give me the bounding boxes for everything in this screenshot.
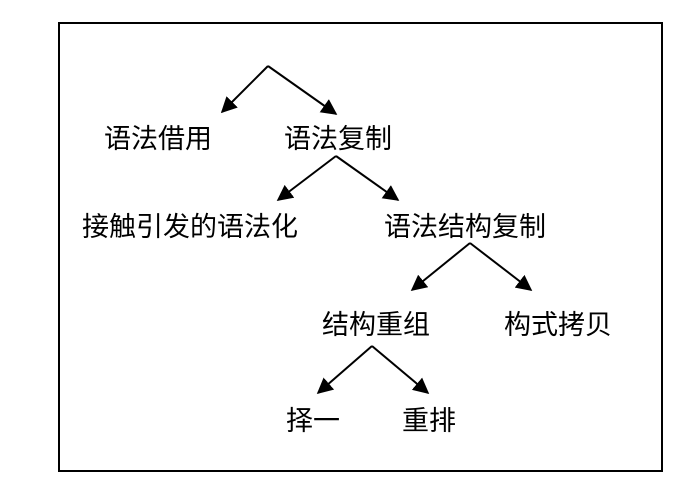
node-selection: 择一	[286, 406, 340, 437]
node-rearrangement: 重排	[402, 406, 456, 437]
node-contact-induced-grammaticalization: 接触引发的语法化	[82, 212, 298, 243]
edge-restructuring-to-rearrangement	[371, 345, 430, 395]
node-grammatical-replication: 语法复制	[284, 124, 392, 155]
node-grammatical-structure-replication: 语法结构复制	[384, 212, 546, 243]
node-restructuring: 结构重组	[322, 310, 430, 341]
edge-restructuring-to-selection	[316, 345, 373, 395]
diagram-frame	[58, 22, 663, 472]
edge-structure-to-restructuring	[410, 242, 471, 292]
node-grammatical-borrowing: 语法借用	[104, 124, 212, 155]
edge-root-to-grammatical-replication	[267, 65, 338, 115]
edge-replication-to-contact-induced	[276, 155, 337, 201]
edge-replication-to-structure-replication	[335, 155, 400, 201]
edge-structure-to-construction-copying	[469, 242, 533, 291]
edge-root-to-grammatical-borrowing	[220, 65, 269, 114]
node-construction-copying: 构式拷贝	[504, 310, 612, 341]
edges	[220, 65, 533, 395]
